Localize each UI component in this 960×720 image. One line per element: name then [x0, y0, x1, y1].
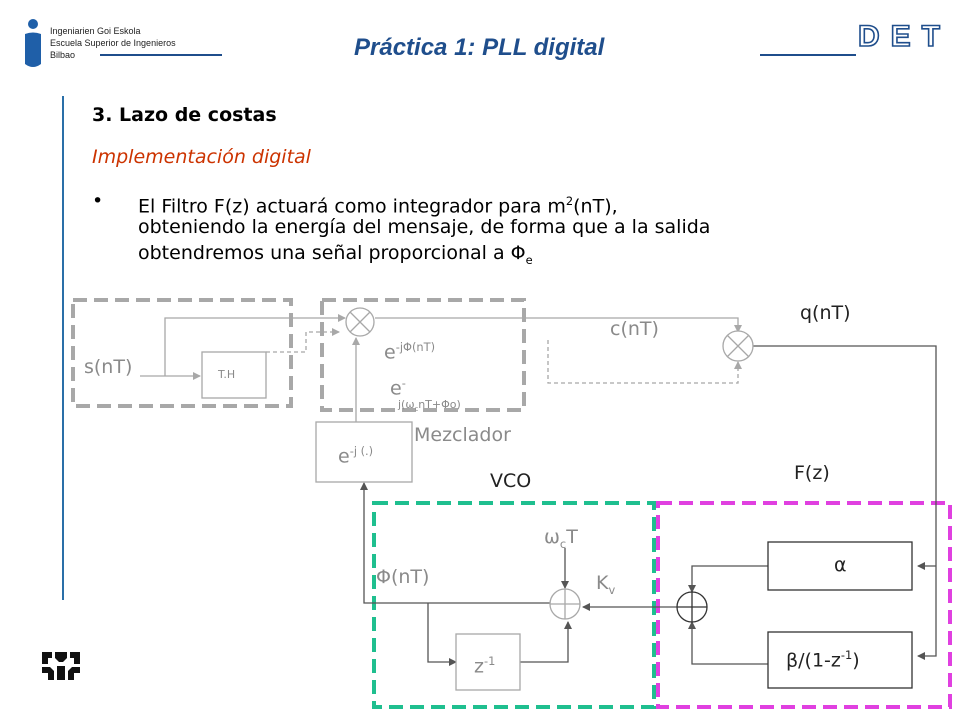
dept-logo: DET	[858, 20, 941, 50]
mixer-dashed-box	[320, 298, 526, 412]
vco-dashed-box	[372, 501, 656, 709]
mixer-multiplier-1	[345, 307, 375, 337]
wct-label: ωcT	[544, 526, 578, 551]
university-i-logo	[25, 19, 41, 67]
vco-adder-to-ej-line	[360, 482, 550, 604]
q-label: q(nT)	[800, 302, 851, 324]
svg-text:DET: DET	[858, 20, 940, 50]
zinv-block	[455, 633, 521, 691]
filter-dashed-box	[656, 501, 952, 709]
phi-label: Φ(nT)	[376, 566, 430, 588]
bullet-text-line-2: obteniendo la energía del mensaje, de fo…	[138, 216, 711, 238]
mixer-multiplier-2	[722, 330, 754, 362]
section-heading: 3. Lazo de costas	[92, 104, 277, 126]
zinv-label: z-1	[474, 654, 496, 678]
filter-adder	[676, 591, 708, 623]
alpha-to-adder-line	[688, 565, 768, 593]
mixer1-to-mixer2-line	[375, 317, 742, 333]
header-rule-right	[760, 54, 856, 56]
sampler-dashed-box	[71, 298, 293, 408]
exp2-label: e-	[390, 376, 406, 400]
mixer2-to-filter-line	[753, 345, 937, 660]
ej-block-label: e-j (.)	[338, 444, 374, 468]
fz-label: F(z)	[794, 462, 830, 484]
exp1-label: e-jΦ(nT)	[384, 340, 436, 364]
section-subtitle: Implementación digital	[92, 146, 311, 168]
institution-line-2: Escuela Superior de Ingenieros	[50, 38, 176, 48]
university-shield-logo	[42, 652, 80, 680]
exp2-tail-label: j(ωcnT+Φo)	[398, 398, 461, 414]
phi-to-zinv-line	[427, 603, 457, 666]
bullet-text-line-1: El Filtro F(z) actuará como integrador p…	[138, 194, 618, 218]
vco-label: VCO	[490, 470, 532, 492]
ej-block	[315, 421, 413, 483]
zinv-to-vco-adder-line	[520, 621, 572, 663]
institution-line-3: Bilbao	[50, 50, 76, 60]
mixer-aux-to-mixer2-line	[547, 340, 742, 384]
th-label: T.H	[218, 368, 236, 381]
th-to-mixer-line	[266, 328, 340, 353]
vco-adder	[549, 588, 581, 620]
alpha-block	[767, 541, 913, 591]
header-rule-left	[100, 54, 222, 56]
th-block	[201, 351, 267, 399]
s-to-mixer1-line	[164, 314, 346, 376]
c-label: c(nT)	[610, 318, 659, 340]
left-rule	[62, 96, 64, 600]
beta-label: β/(1-z-1)	[786, 648, 860, 672]
bullet-marker: •	[92, 190, 104, 212]
mezclador-label: Mezclador	[414, 424, 511, 446]
s-label: s(nT)	[84, 356, 133, 378]
page-title: Práctica 1: PLL digital	[354, 34, 605, 61]
beta-to-adder-line	[688, 621, 768, 665]
kv-label: Kv	[596, 572, 616, 597]
alpha-label: α	[834, 554, 847, 576]
bullet-text-line-3: obtendremos una señal proporcional a Φe	[138, 242, 533, 267]
beta-block	[767, 631, 913, 689]
institution-line-1: Ingeniarien Goi Eskola	[50, 26, 141, 36]
